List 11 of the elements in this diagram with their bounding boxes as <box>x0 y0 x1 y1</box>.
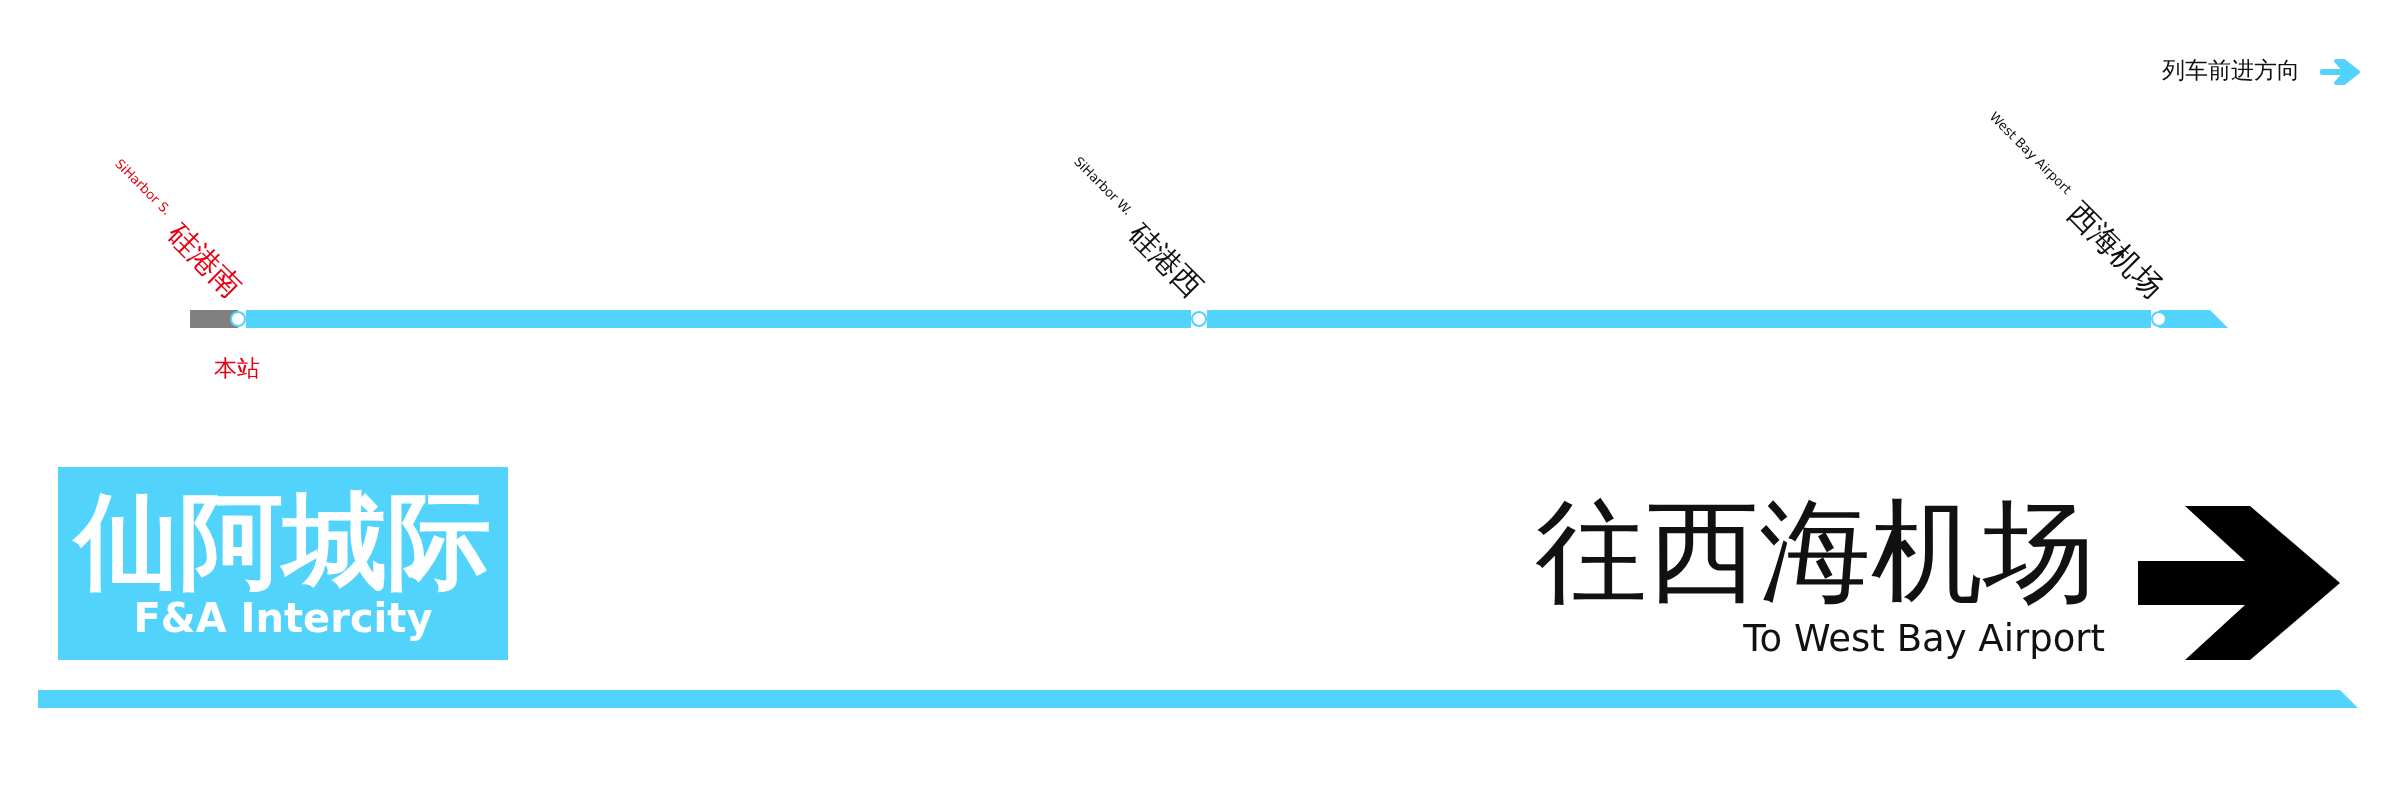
station-name: 硅港南 <box>162 218 248 303</box>
station-name: 西海机场 <box>2062 196 2169 303</box>
track-segment <box>246 310 1191 328</box>
line-name-badge <box>58 467 508 660</box>
line-name-english: F&A Intercity <box>133 596 433 641</box>
direction-note: 列车前进方向 <box>2162 56 2300 85</box>
destination-english: To West Bay Airport <box>1743 620 2105 657</box>
station-name: 硅港西 <box>1123 218 1209 303</box>
destination-title: 往西海机场 <box>1535 495 2095 607</box>
track-segment <box>1207 310 2151 328</box>
current-station-label: 本站 <box>214 354 260 383</box>
